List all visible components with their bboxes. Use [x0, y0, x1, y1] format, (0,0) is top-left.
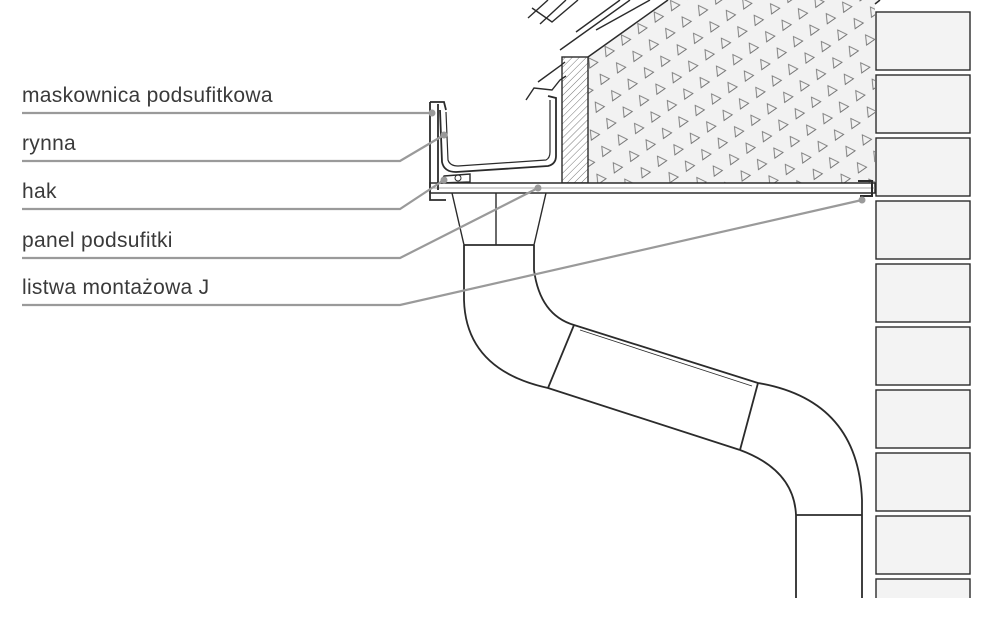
brick — [875, 137, 971, 197]
label-soffit-panel: panel podsufitki — [22, 229, 173, 252]
brick — [875, 515, 971, 575]
leader-dots — [428, 109, 866, 204]
brick — [875, 326, 971, 386]
brick — [875, 578, 971, 598]
brick-wall — [866, 0, 1000, 598]
fascia-board — [561, 56, 589, 184]
leader-lines — [22, 111, 863, 307]
label-j-trim: listwa montażowa J — [22, 276, 210, 299]
brick — [875, 263, 971, 323]
j-trim — [858, 180, 873, 197]
soffit-cover — [429, 101, 447, 201]
brick — [875, 74, 971, 134]
leader-hook — [22, 179, 445, 211]
brick — [875, 11, 971, 71]
leader-gutter — [22, 134, 445, 163]
brick — [875, 389, 971, 449]
label-soffit-cover: maskownica podsufitkowa — [22, 84, 273, 107]
gutter — [439, 95, 557, 173]
brick — [875, 452, 971, 512]
leader-soffit-panel — [22, 187, 539, 260]
label-hook: hak — [22, 180, 57, 203]
brick — [875, 200, 971, 260]
label-gutter: rynna — [22, 132, 77, 155]
gutter-outlet — [451, 192, 547, 246]
downpipe — [463, 244, 863, 598]
leader-j-trim — [22, 198, 863, 307]
